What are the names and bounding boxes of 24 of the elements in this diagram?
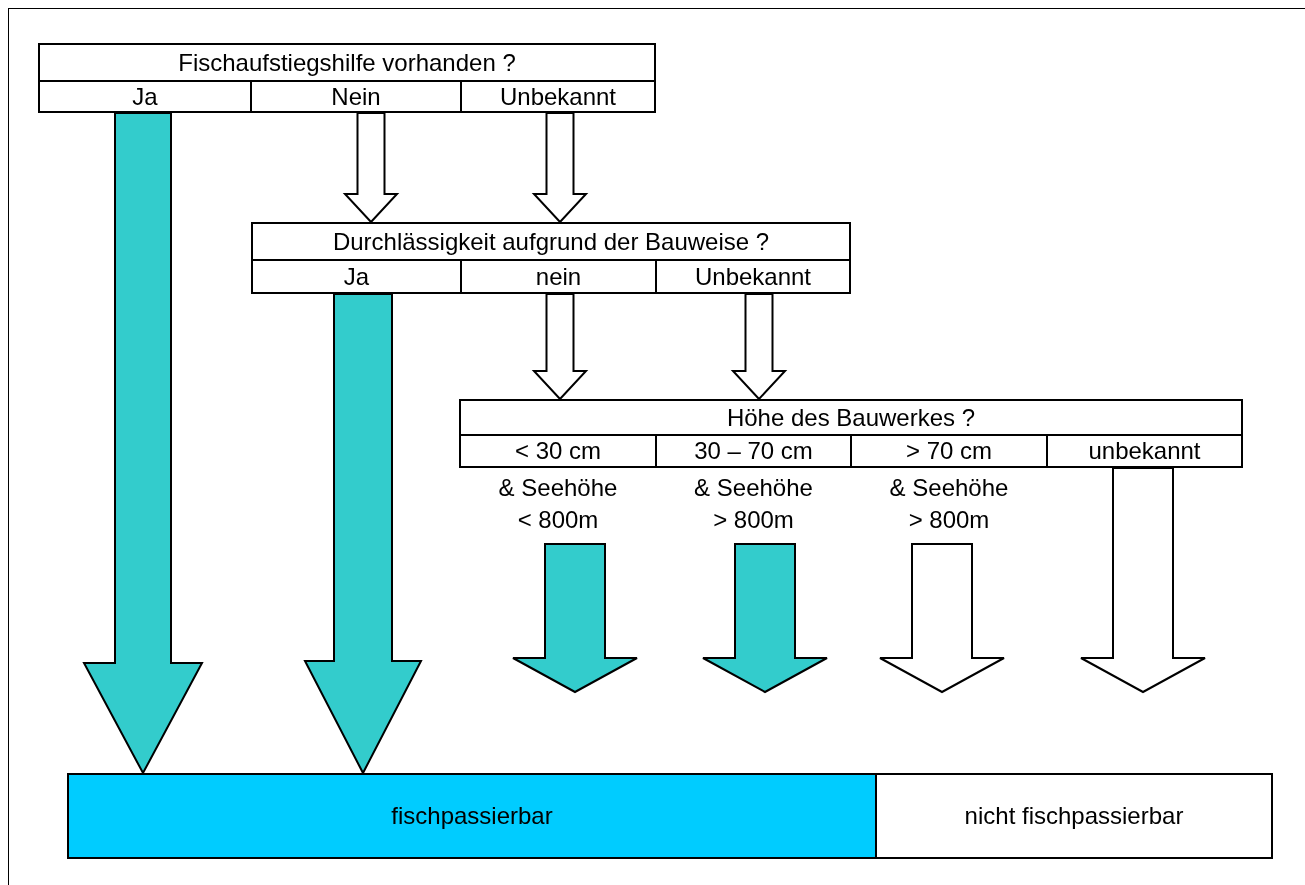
block-arrow [512,543,638,694]
block-arrow [342,112,400,224]
condition-text: & Seehöhe < 800m [497,473,619,535]
answer-cell: < 30 cm [459,434,657,468]
block-arrow [702,543,828,694]
block-arrow [82,112,204,776]
answer-cell: unbekannt [1046,434,1243,468]
condition-text: & Seehöhe > 800m [693,473,814,535]
answer-cell: Ja [251,259,462,294]
block-arrow [531,293,589,401]
block-arrow [730,293,788,401]
result-box: nicht fischpassierbar [875,773,1273,859]
condition-text: & Seehöhe > 800m [888,473,1010,535]
block-arrow [879,543,1005,694]
block-arrow [1080,467,1206,694]
answer-cell: Unbekannt [460,80,656,113]
block-arrow [531,112,589,224]
result-box: fischpassierbar [67,773,877,859]
question-box: Durchlässigkeit aufgrund der Bauweise ? [251,222,851,261]
block-arrow [303,293,423,776]
answer-cell: Ja [38,80,252,113]
question-box: Höhe des Bauwerkes ? [459,399,1243,436]
question-box: Fischaufstiegshilfe vorhanden ? [38,43,656,82]
answer-cell: Unbekannt [655,259,851,294]
